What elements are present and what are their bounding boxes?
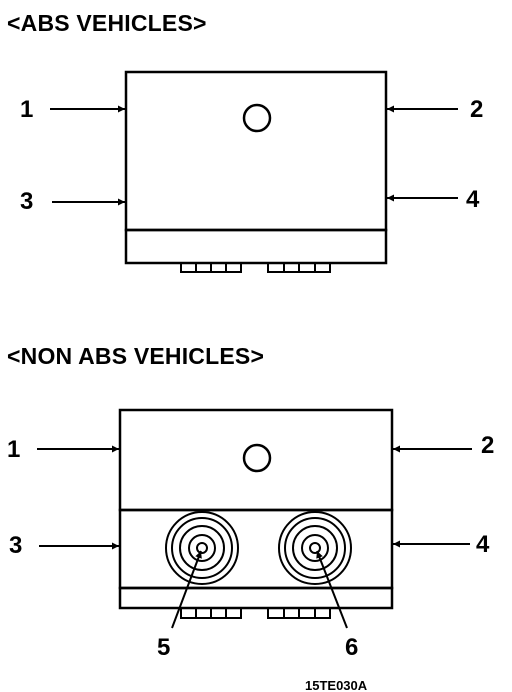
non-abs-valve-top — [118, 408, 394, 512]
abs-connector-right — [267, 262, 331, 273]
non-abs-connector-right — [267, 607, 331, 619]
abs-label-1: 1 — [20, 96, 33, 123]
port-fitting-5 — [165, 511, 239, 585]
abs-port-hole — [242, 103, 272, 133]
abs-valve-base — [124, 228, 388, 265]
non-abs-arrow-5 — [171, 550, 202, 629]
abs-label-3: 3 — [20, 188, 33, 215]
abs-valve-body — [124, 70, 388, 232]
non-abs-valve-base — [118, 586, 394, 610]
non-abs-arrow-6 — [316, 550, 348, 629]
non-abs-label-1: 1 — [7, 436, 20, 463]
non-abs-label-4: 4 — [476, 531, 490, 558]
port-fitting-6 — [278, 511, 352, 585]
abs-valve-unit — [124, 70, 388, 273]
non-abs-label-2: 2 — [481, 432, 494, 459]
abs-vehicles-heading: <ABS VEHICLES> — [7, 10, 207, 36]
non-abs-label-5: 5 — [157, 634, 170, 661]
abs-label-2: 2 — [470, 96, 483, 123]
figure-code: 15TE030A — [305, 678, 368, 692]
non-abs-port-hole — [242, 443, 272, 473]
abs-connector-left — [180, 262, 242, 273]
non-abs-vehicles-heading: <NON ABS VEHICLES> — [7, 343, 265, 369]
abs-label-4: 4 — [466, 186, 480, 213]
non-abs-valve-unit — [118, 408, 394, 619]
non-abs-label-6: 6 — [345, 634, 358, 661]
non-abs-connector-left — [180, 607, 242, 619]
non-abs-label-3: 3 — [9, 532, 22, 559]
